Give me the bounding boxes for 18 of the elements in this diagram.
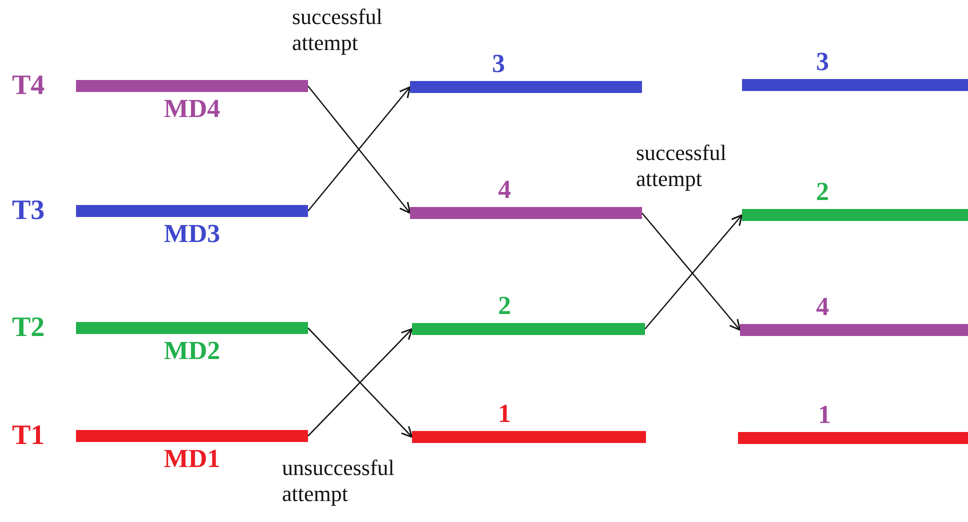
- replica-number: 3: [816, 47, 829, 77]
- replica-number: 1: [498, 399, 511, 429]
- replica-number: 3: [492, 49, 505, 79]
- replica-number: 4: [816, 292, 829, 322]
- simulation-label: MD3: [162, 219, 222, 249]
- temperature-label: T1: [12, 421, 45, 451]
- replica-number: 2: [498, 291, 511, 321]
- simulation-label: MD2: [162, 336, 222, 366]
- simulation-label: MD4: [162, 94, 222, 124]
- note-text: unsuccessful attempt: [282, 455, 392, 507]
- replica-number: 2: [816, 177, 829, 207]
- replica-number: 1: [818, 400, 831, 430]
- temperature-label: T3: [12, 196, 45, 226]
- note-text: successful attempt: [292, 4, 384, 56]
- note-text: successful attempt: [636, 140, 728, 192]
- replica-number: 4: [498, 175, 511, 205]
- temperature-label: T4: [12, 71, 45, 101]
- temperature-label: T2: [12, 313, 45, 343]
